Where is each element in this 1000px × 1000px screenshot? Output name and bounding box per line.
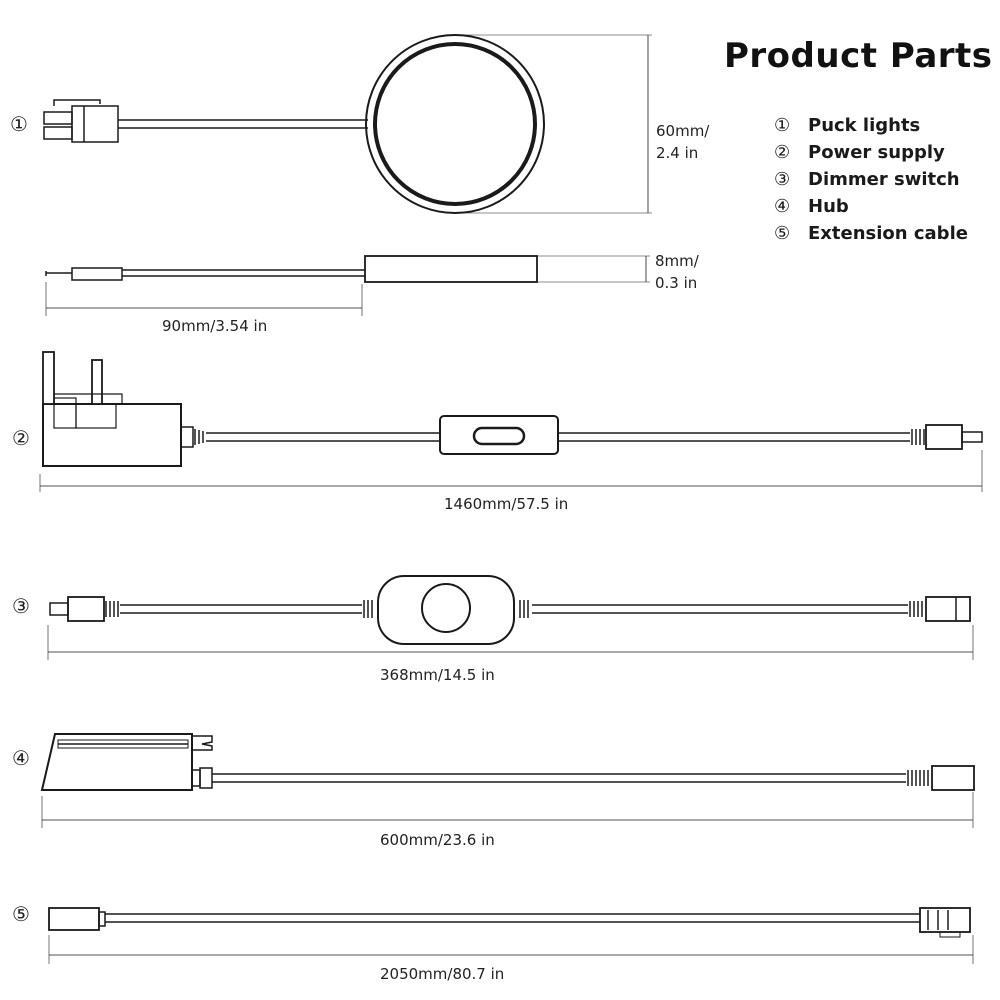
puck-light-side-view [45, 255, 650, 316]
legend-number: ① [774, 115, 791, 136]
legend-label: Puck lights [808, 115, 921, 136]
dimension-power-supply: 1460mm/57.5 in [444, 495, 569, 513]
legend-item-extension-cable: ⑤ Extension cable [774, 220, 968, 247]
dimmer-switch [47, 575, 974, 660]
power-supply [39, 351, 983, 492]
parts-legend: ① Puck lights ② Power supply ③ Dimmer switc… [774, 112, 968, 247]
part-number-1: ① [10, 112, 28, 136]
dimension-puck-thickness-mm: 8mm/ [655, 252, 699, 270]
part-number-3: ③ [12, 594, 30, 618]
legend-number: ② [774, 142, 791, 163]
part-number-5: ⑤ [12, 902, 30, 926]
page-title: Product Parts [724, 36, 993, 76]
dimension-puck-diameter-in: 2.4 in [656, 144, 699, 162]
legend-item-puck-lights: ① Puck lights [774, 112, 968, 139]
dimension-puck-diameter-mm: 60mm/ [656, 122, 710, 140]
legend-label: Power supply [808, 142, 945, 163]
legend-item-dimmer-switch: ③ Dimmer switch [774, 166, 968, 193]
legend-number: ⑤ [774, 223, 791, 244]
legend-item-power-supply: ② Power supply [774, 139, 968, 166]
part-number-4: ④ [12, 746, 30, 770]
legend-number: ③ [774, 169, 791, 190]
extension-cable [48, 907, 974, 964]
legend-item-hub: ④ Hub [774, 193, 968, 220]
dimension-hub: 600mm/23.6 in [380, 831, 495, 849]
dimension-puck-cable: 90mm/3.54 in [162, 317, 268, 335]
hub [40, 733, 975, 828]
legend-label: Extension cable [808, 223, 968, 244]
puck-light-top-view [43, 34, 652, 214]
part-number-2: ② [12, 426, 30, 450]
dimension-extension: 2050mm/80.7 in [380, 965, 505, 983]
legend-label: Hub [808, 196, 849, 217]
dimension-puck-thickness-in: 0.3 in [655, 274, 698, 292]
legend-number: ④ [774, 196, 791, 217]
dimension-dimmer: 368mm/14.5 in [380, 666, 495, 684]
legend-label: Dimmer switch [808, 169, 960, 190]
